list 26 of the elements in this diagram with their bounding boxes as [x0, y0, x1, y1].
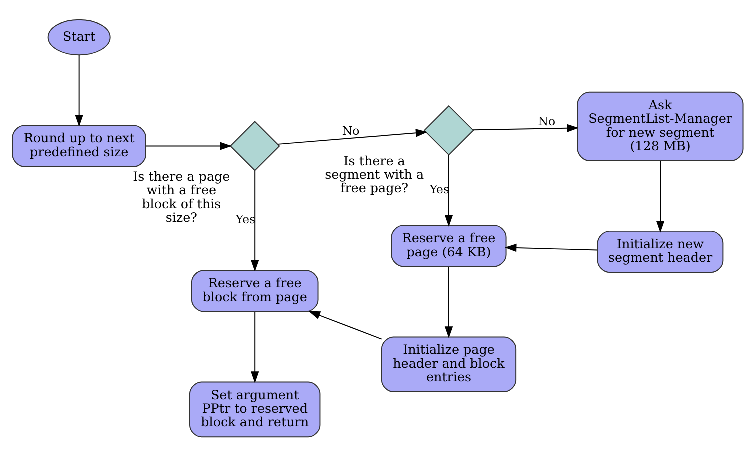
node-box: Initialize page header and block entries: [381, 336, 517, 393]
arrow: [278, 129, 428, 145]
node-box: Reserve a free page (64 KB): [391, 225, 507, 268]
edge-label: Yes: [430, 182, 450, 196]
arrow: [75, 54, 84, 127]
node-ellipse: Start: [48, 19, 111, 56]
arrow: [656, 160, 665, 233]
node-box: Reserve a free block from page: [191, 270, 319, 312]
arrow: [444, 266, 454, 338]
node-box: Set argument PPtr to reserved block and return: [189, 382, 321, 438]
arrow: [308, 311, 382, 340]
edge-label: No: [538, 114, 556, 128]
node-diamond: [230, 121, 280, 172]
edge-label: No: [342, 124, 360, 138]
node-diamond: [424, 105, 474, 156]
arrow: [444, 154, 454, 227]
node-label: Is there a segment with a free page?: [325, 154, 424, 197]
node-box: Round up to next predefined size: [12, 125, 146, 168]
arrow: [504, 244, 598, 252]
node-box: Ask SegmentList-Manager for new segment (128 MB): [577, 92, 744, 162]
arrow: [250, 312, 260, 384]
node-label: Is there a page with a free block of this size?: [133, 170, 230, 226]
node-box: Initialize new segment header: [597, 230, 724, 274]
arrow: [250, 170, 260, 272]
arrow: [472, 124, 579, 132]
arrow: [146, 142, 232, 150]
